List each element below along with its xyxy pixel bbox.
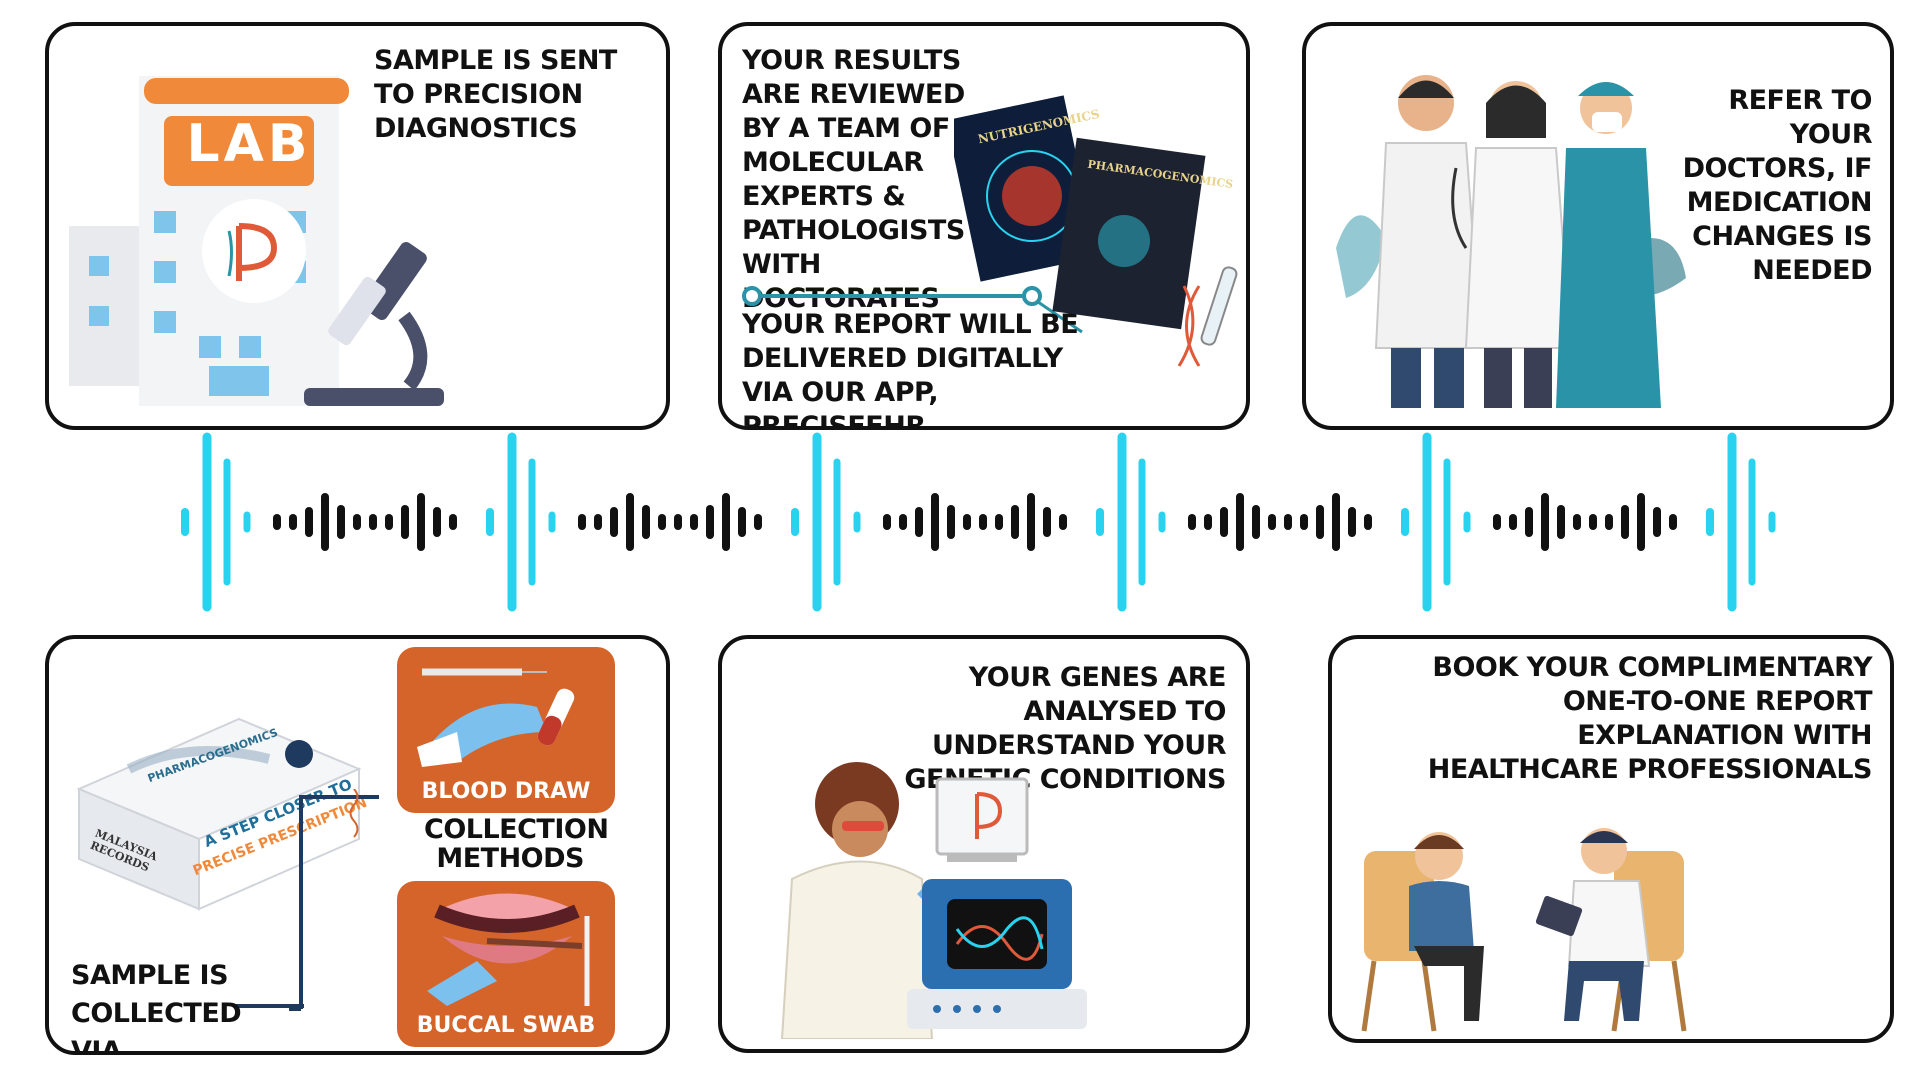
timeline-connector-icon	[742, 286, 1083, 334]
step-book-consult-text: BOOK YOUR COMPLIMENTARY ONE-TO-ONE REPOR…	[1427, 652, 1873, 785]
consultation-icon	[1361, 828, 1687, 1032]
step-sample-sent-text: SAMPLE IS SENT TO PRECISION DIAGNOSTICS	[374, 45, 617, 144]
test-kit-box-icon	[76, 717, 362, 911]
step-sample-sent-panel: SAMPLE IS SENT TO PRECISION DIAGNOSTICS …	[45, 22, 670, 430]
report-books-icon	[954, 95, 1238, 367]
method-buccal-swab-card: BUCCAL SWAB	[397, 881, 615, 1047]
step-genes-analysed-panel: YOUR GENES ARE ANALYSED TO UNDERSTAND YO…	[718, 635, 1250, 1053]
method-blood-draw-label: BLOOD DRAW	[421, 779, 591, 804]
syringe-blood-tube-icon	[417, 668, 575, 767]
step-report-delivery-text: YOUR REPORT WILL BE DELIVERED DIGITALLY …	[742, 309, 1079, 430]
waveform-connector	[181, 432, 1776, 612]
doctors-group-icon	[1336, 75, 1686, 408]
lab-building-icon	[69, 76, 444, 406]
method-buccal-swab-label: BUCCAL SWAB	[416, 1013, 596, 1038]
step-refer-doctors-panel: REFER TO YOUR DOCTORS, IF MEDICATION CHA…	[1302, 22, 1894, 430]
lab-sign: LAB	[186, 114, 312, 174]
scientist-sequencer-icon	[780, 762, 1087, 1039]
method-blood-draw-card: BLOOD DRAW	[397, 647, 615, 813]
step-results-reviewed-panel: YOUR RESULTS ARE REVIEWED BY A TEAM OF M…	[718, 22, 1250, 430]
step-refer-doctors-text: REFER TO YOUR DOCTORS, IF MEDICATION CHA…	[1682, 85, 1873, 286]
step-book-consult-panel: BOOK YOUR COMPLIMENTARY ONE-TO-ONE REPOR…	[1328, 635, 1894, 1043]
step-sample-collected-panel: PHARMACOGENOMICS MALAYSIA RECORDS A STEP…	[45, 635, 670, 1055]
collection-bracket-icon	[289, 789, 379, 1011]
step-results-reviewed-text: YOUR RESULTS ARE REVIEWED BY A TEAM OF M…	[742, 45, 965, 314]
step-sample-collected-text: SAMPLE IS COLLECTED VIA	[71, 960, 242, 1055]
bracket-lead-line-icon	[234, 1004, 304, 1008]
collection-methods-label: COLLECTION METHODS	[424, 814, 609, 874]
mouth-swab-icon	[427, 893, 590, 1006]
